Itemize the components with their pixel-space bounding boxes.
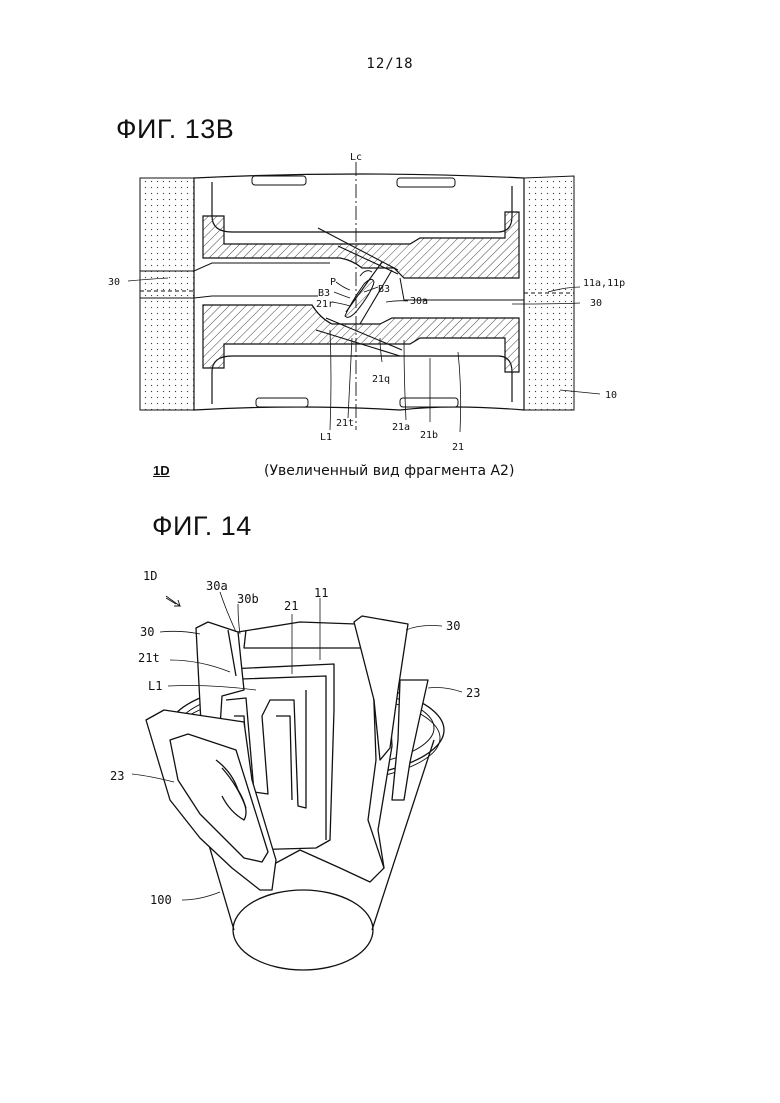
caption-reference-1d: 1D	[153, 463, 170, 478]
label-21t: 21t	[336, 418, 354, 429]
label-30a: 30a	[410, 296, 428, 307]
label-21: 21	[452, 442, 464, 453]
sheet-10-left	[140, 178, 194, 410]
label-21: 21	[284, 599, 298, 613]
figure-13-caption: 1D (Увеличенный вид фрагмента А2)	[0, 463, 780, 485]
label-30-right: 30	[446, 619, 460, 633]
label-30a: 30a	[206, 579, 228, 593]
label-100: 100	[150, 893, 172, 907]
label-21r: 21r	[316, 299, 334, 310]
label-21b: 21b	[420, 430, 438, 441]
figure-14-title: ФИГ. 14	[152, 511, 252, 542]
figure-14-drawing: 1D 30a 30b 21 11 30 30 21t L1 23 23 100	[0, 540, 780, 980]
label-30-right: 30	[590, 298, 602, 309]
cup-bottom	[233, 890, 373, 970]
label-23-right: 23	[466, 686, 480, 700]
label-30b: 30b	[237, 592, 259, 606]
label-21t: 21t	[138, 651, 160, 665]
caption-text: (Увеличенный вид фрагмента А2)	[264, 463, 514, 479]
label-30-left: 30	[108, 277, 120, 288]
label-1d: 1D	[143, 569, 157, 583]
label-10: 10	[605, 390, 617, 401]
label-21a: 21a	[392, 422, 410, 433]
label-30-left: 30	[140, 625, 154, 639]
page-number: 12/18	[0, 56, 780, 72]
label-p: P	[330, 277, 336, 288]
label-l1: L1	[148, 679, 162, 693]
label-11: 11	[314, 586, 328, 600]
label-b3-right: B3	[378, 284, 390, 295]
label-l1: L1	[320, 432, 332, 443]
label-11a-11p: 11a,11p	[583, 278, 625, 289]
label-23-left: 23	[110, 769, 124, 783]
label-b3-left: B3	[318, 288, 330, 299]
figure-13-drawing: Lc 30 11a,11p 30 10 P B3 B3 21r 30a 21q …	[0, 140, 780, 460]
label-21q: 21q	[372, 374, 390, 385]
label-lc: Lc	[350, 152, 362, 163]
